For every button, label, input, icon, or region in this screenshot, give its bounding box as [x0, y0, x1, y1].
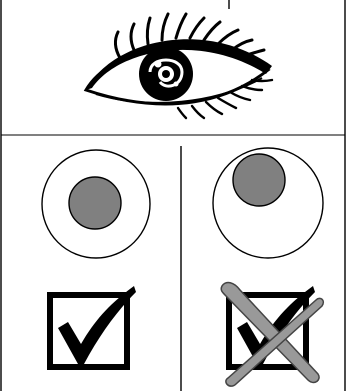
eye-pupil-center — [162, 70, 170, 78]
panel-incorrect — [213, 148, 323, 386]
crossed-checkmark-icon — [221, 283, 323, 387]
eye-icon — [86, 14, 272, 118]
eye-highlight — [155, 61, 162, 68]
pupil-centered — [69, 177, 121, 229]
checkmark-icon — [50, 286, 136, 367]
pupil-off-center — [233, 154, 285, 206]
eye-highlight-small — [174, 82, 179, 87]
panel-correct — [42, 150, 150, 367]
